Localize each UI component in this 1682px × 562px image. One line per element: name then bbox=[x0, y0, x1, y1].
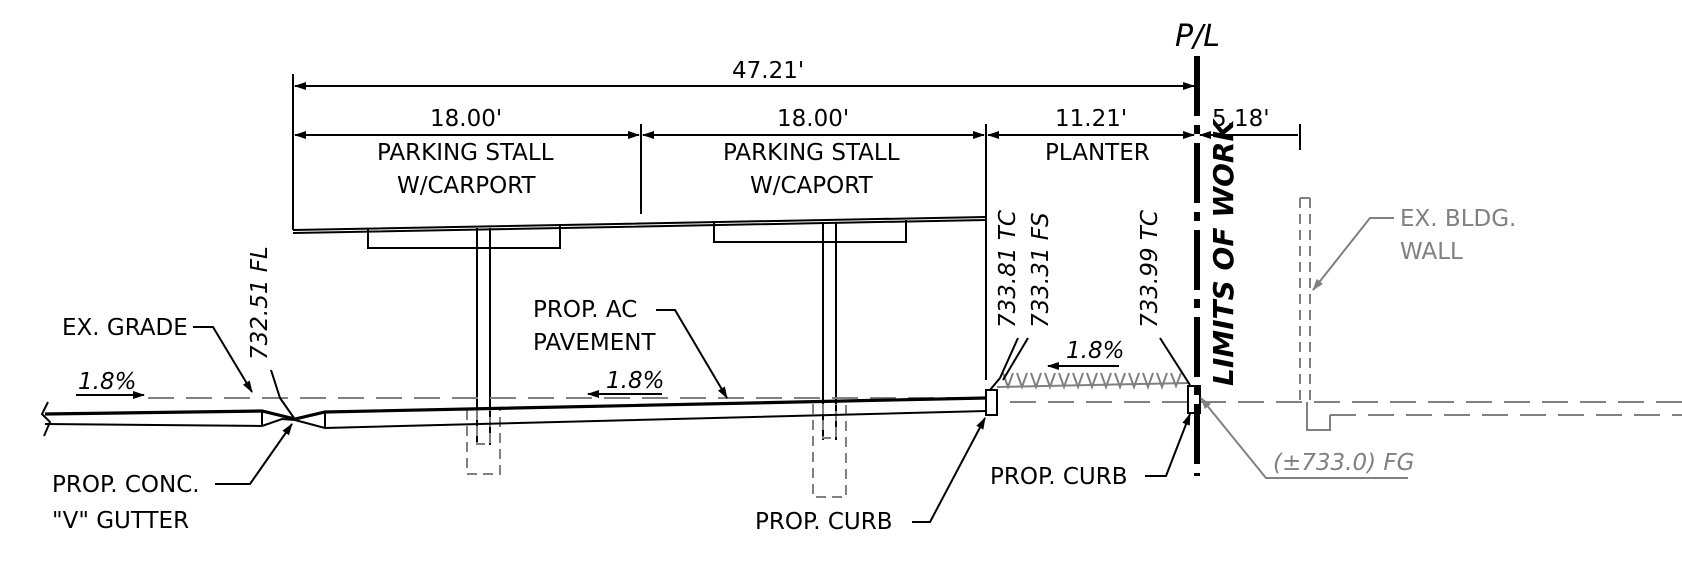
callout-v-gutter-line-2: "V" GUTTER bbox=[52, 508, 189, 534]
slope-left: 1.8% bbox=[78, 369, 136, 395]
elevation-tc-1: 733.81 TC bbox=[995, 210, 1021, 328]
carport-canopy bbox=[292, 216, 987, 498]
callout-ac-pavement-line-2: PAVEMENT bbox=[533, 330, 657, 356]
callout-curb-right: PROP. CURB bbox=[990, 464, 1128, 490]
planter-soil bbox=[996, 372, 1189, 390]
dimension-overall: 47.21' bbox=[732, 58, 804, 84]
existing-grade-step bbox=[1306, 402, 1331, 431]
dimension-stall-1: 18.00' bbox=[430, 106, 502, 132]
callout-curb-left: PROP. CURB bbox=[755, 509, 893, 535]
callout-ac-pavement-line-1: PROP. AC bbox=[533, 297, 637, 323]
slope-pavement: 1.8% bbox=[606, 368, 664, 394]
zone-planter: PLANTER bbox=[1045, 140, 1150, 166]
pavement-section bbox=[40, 396, 987, 437]
elevation-fl: 732.51 FL bbox=[247, 246, 273, 360]
callout-ex-grade: EX. GRADE bbox=[62, 315, 188, 341]
zone-stall-1-line-2: W/CARPORT bbox=[397, 173, 537, 199]
property-line-label: P/L bbox=[1175, 19, 1220, 54]
callout-bldg-wall-line-1: EX. BLDG. bbox=[1400, 206, 1516, 232]
dimension-offset: 5.18' bbox=[1212, 106, 1270, 132]
zone-stall-2-line-2: W/CAPORT bbox=[750, 173, 874, 199]
dimension-planter: 11.21' bbox=[1055, 106, 1127, 132]
callout-v-gutter-line-1: PROP. CONC. bbox=[52, 472, 200, 498]
callout-bldg-wall-line-2: WALL bbox=[1400, 239, 1463, 265]
proposed-curb-right bbox=[1187, 385, 1201, 414]
existing-building-wall bbox=[1299, 197, 1311, 402]
elevation-tc-2: 733.99 TC bbox=[1137, 210, 1163, 328]
slope-planter: 1.8% bbox=[1066, 338, 1124, 364]
zone-stall-1-line-1: PARKING STALL bbox=[377, 140, 554, 166]
zone-stall-2-line-1: PARKING STALL bbox=[723, 140, 900, 166]
proposed-curb-left bbox=[985, 389, 998, 416]
limits-of-work-label: LIMITS OF WORK bbox=[1207, 118, 1240, 386]
dimension-stall-2: 18.00' bbox=[777, 106, 849, 132]
callout-finish-grade: (±733.0) FG bbox=[1273, 450, 1414, 476]
elevation-fs: 733.31 FS bbox=[1028, 212, 1054, 328]
